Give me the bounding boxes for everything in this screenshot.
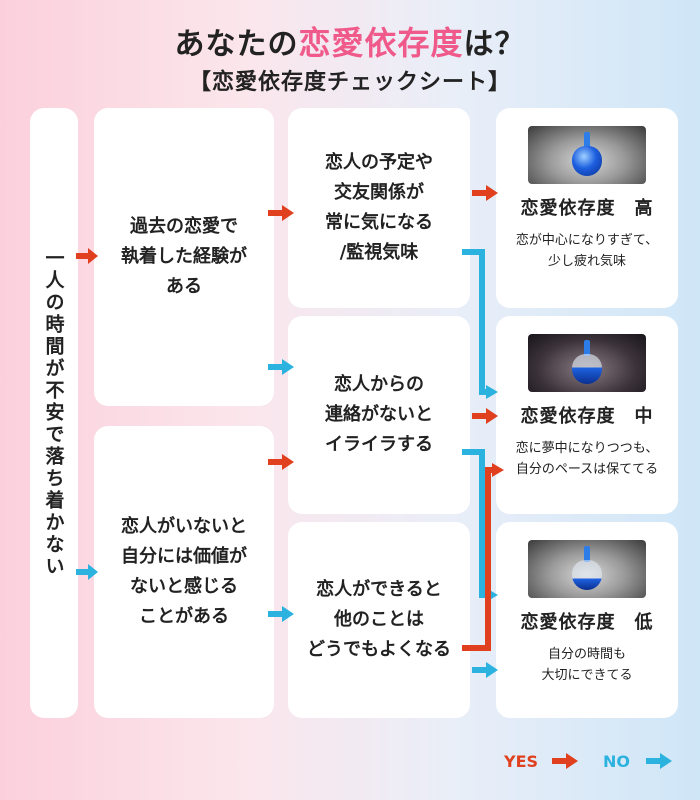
question-others-card: 恋人ができると 他のことは どうでもよくなる [288, 522, 470, 718]
result-high-title: 恋愛依存度 高 [520, 198, 654, 219]
arrow-no-worth-others [268, 606, 294, 622]
legend-yes-label: YES [504, 752, 539, 771]
question-worth-card: 恋人がいないと 自分には価値が ないと感じる ことがある [94, 426, 274, 718]
legend-no-label: NO [603, 752, 630, 771]
page-title: あなたの恋愛依存度は？ [0, 18, 700, 64]
page-subtitle: 【恋愛依存度チェックシート】 [188, 70, 511, 95]
question-past-card: 過去の恋愛で 執着した経験が ある [94, 108, 274, 406]
result-low-card: 恋愛依存度 低 自分の時間も 大切にできてる [496, 522, 678, 718]
arrow-yes-past-monitor [268, 205, 294, 221]
question-past-text: 過去の恋愛で 執着した経験が ある [121, 216, 247, 297]
legend-yes: YES [504, 752, 538, 771]
arrow-yes-worth-contact [268, 454, 294, 470]
result-mid-card: 恋愛依存度 中 恋に夢中になりつつも、 自分のペースは保ててる [496, 316, 678, 514]
question-monitor-card: 恋人の予定や 交友関係が 常に気になる /監視気味 [288, 108, 470, 308]
result-mid-desc: 恋に夢中になりつつも、 自分のペースは保ててる [515, 441, 659, 477]
bottle-half-image [528, 334, 646, 392]
start-card: 一人の時間が不安で落ち着かない [30, 108, 78, 718]
arrow-no-start-worth [76, 564, 98, 580]
arrow-yes-start-past [76, 248, 98, 264]
result-mid-title: 恋愛依存度 中 [520, 406, 654, 427]
arrow-no-monitor-mid [462, 249, 498, 399]
title-accent: 恋愛依存度 [298, 24, 464, 62]
arrow-yes-contact-mid [472, 408, 498, 424]
legend-no: NO [603, 752, 630, 771]
arrow-yes-others-mid [462, 463, 504, 651]
arrow-no-others-low [472, 662, 498, 678]
bottle-low-image [528, 540, 646, 598]
question-contact-text: 恋人からの 連絡がないと イライラする [325, 374, 433, 455]
start-text: 一人の時間が不安で落ち着かない [42, 248, 65, 578]
question-others-text: 恋人ができると 他のことは どうでもよくなる [307, 579, 451, 660]
result-high-card: 恋愛依存度 高 恋が中心になりすぎて、 少し疲れ気味 [496, 108, 678, 308]
result-low-title: 恋愛依存度 低 [520, 612, 654, 633]
question-contact-card: 恋人からの 連絡がないと イライラする [288, 316, 470, 514]
question-worth-text: 恋人がいないと 自分には価値が ないと感じる ことがある [121, 516, 247, 627]
bottle-full-image [528, 126, 646, 184]
result-high-desc: 恋が中心になりすぎて、 少し疲れ気味 [515, 233, 659, 269]
arrow-no-past-contact [268, 359, 294, 375]
title-suffix: は？ [463, 27, 526, 62]
result-low-desc: 自分の時間も 大切にできてる [541, 647, 633, 683]
arrow-yes-monitor-high [472, 185, 498, 201]
question-monitor-text: 恋人の予定や 交友関係が 常に気になる /監視気味 [325, 152, 433, 263]
title-prefix: あなたの [174, 27, 299, 62]
